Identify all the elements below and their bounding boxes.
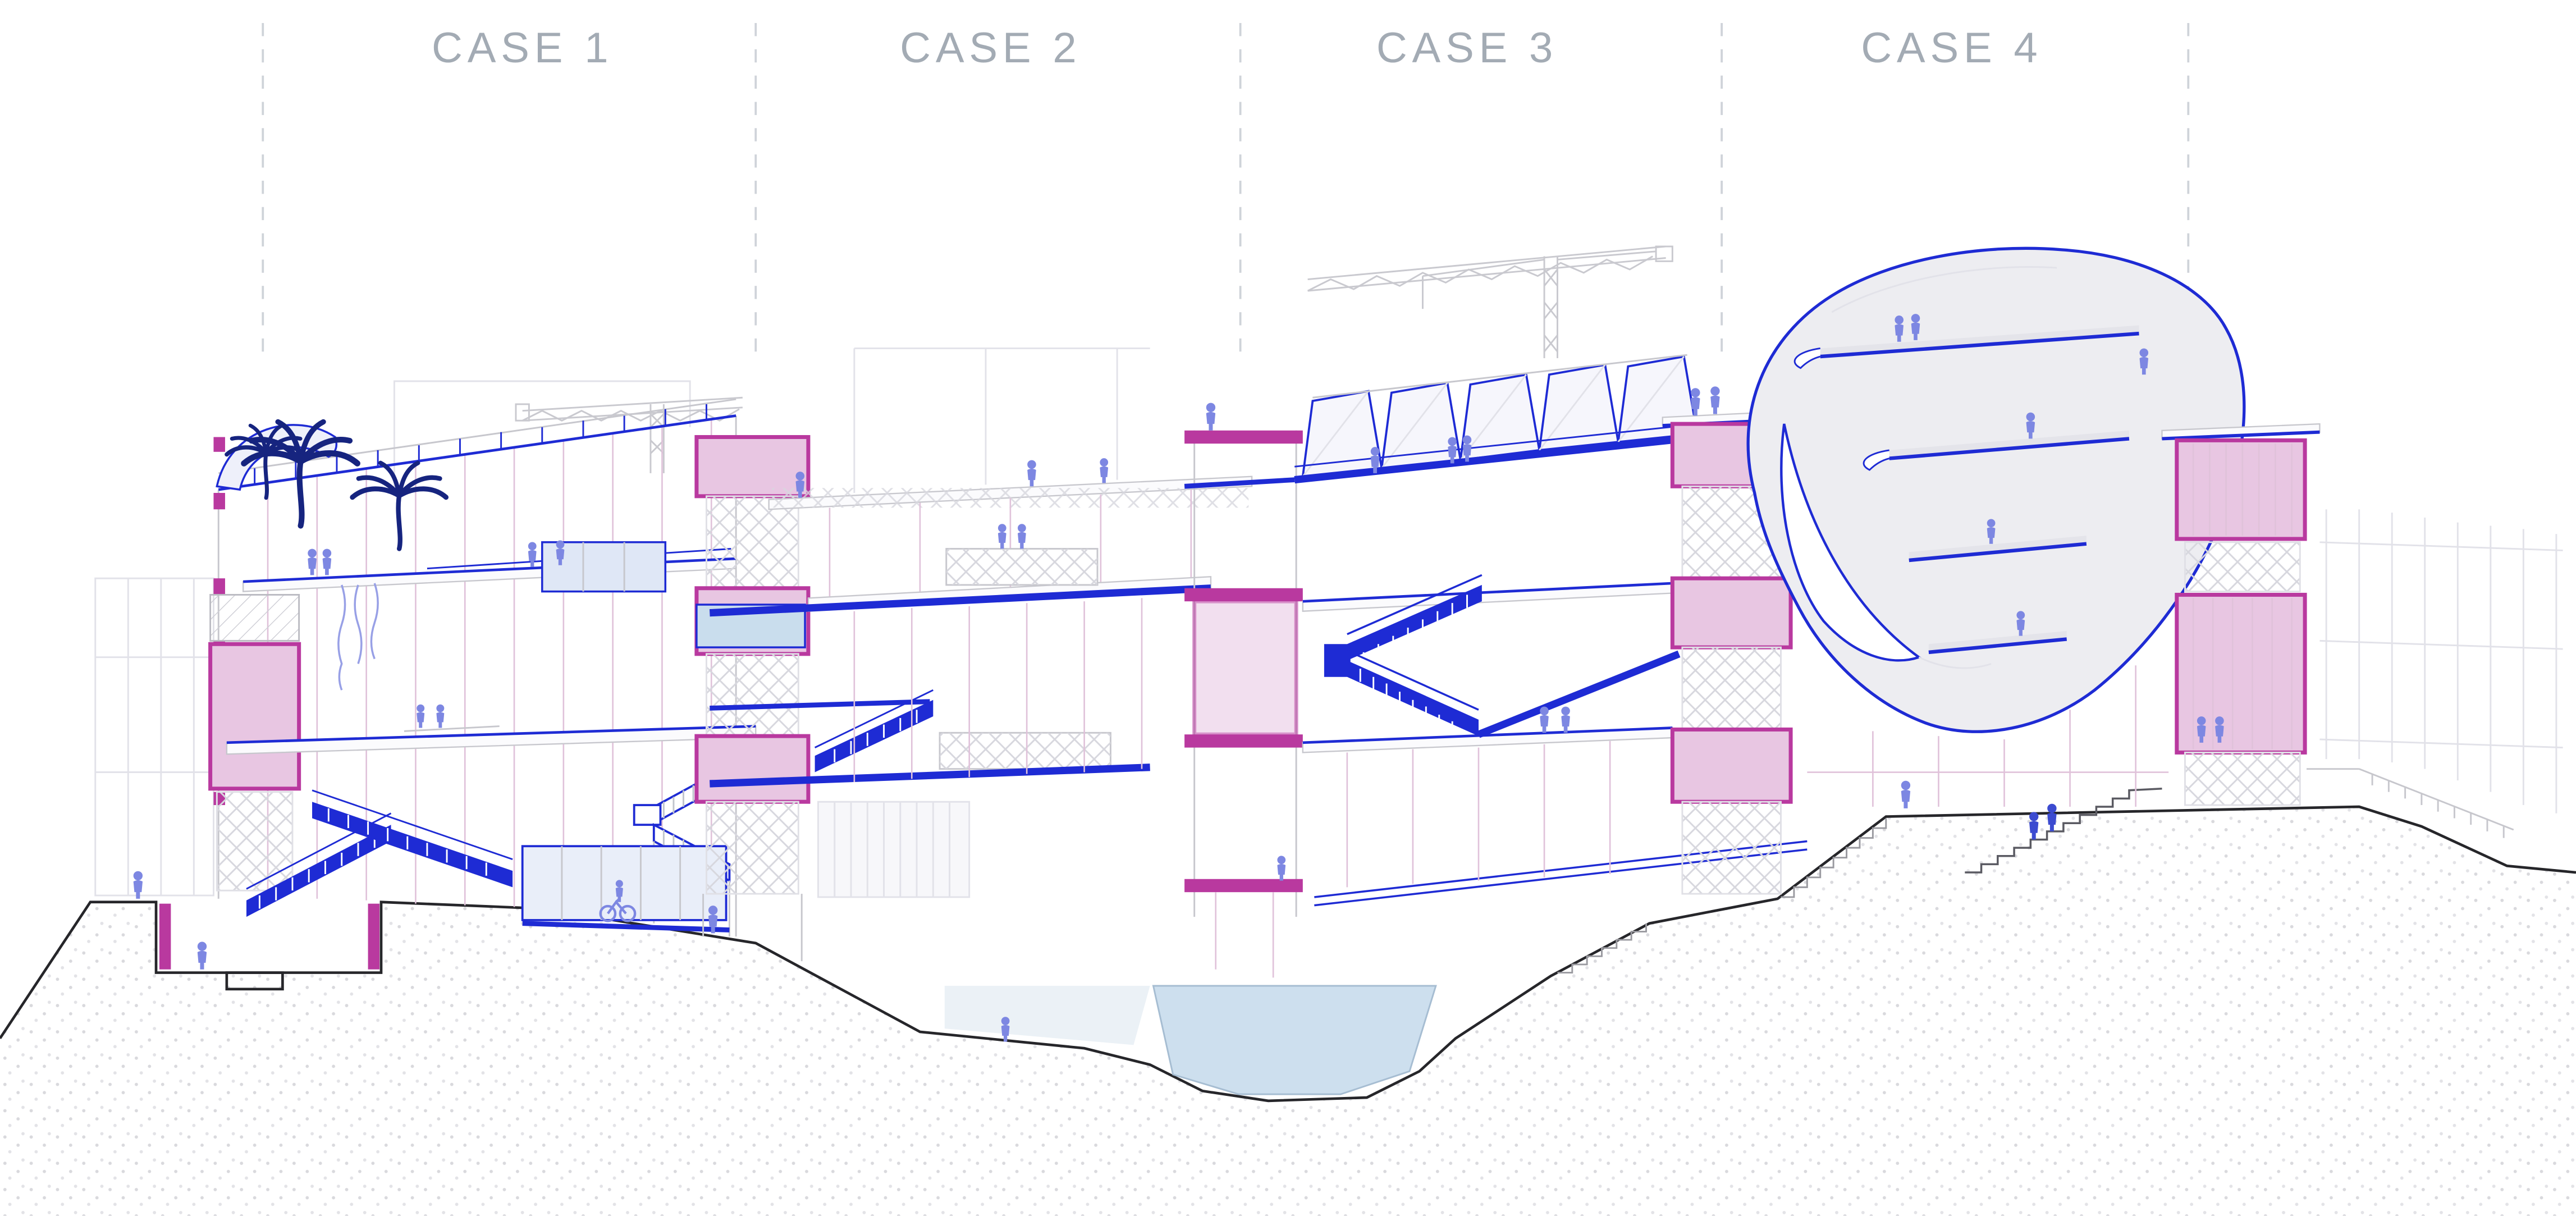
- person-figure: [998, 524, 1006, 549]
- glass-panel: [541, 541, 667, 593]
- organic-canopy: [1746, 246, 2246, 733]
- canopy-opening: [1780, 423, 1922, 662]
- person-figure: [133, 871, 143, 899]
- person-figure: [308, 548, 317, 575]
- structural-pier: [694, 435, 811, 962]
- terrain: [0, 768, 2576, 1216]
- canopy-ramp: [1863, 430, 2130, 471]
- canopy-ramp: [1928, 630, 2067, 655]
- hanging-vines: [337, 583, 379, 691]
- sawtooth-roof: [1301, 354, 1699, 478]
- canopy-ramp: [1909, 536, 2087, 563]
- glass-box: [521, 845, 727, 921]
- pink-module: [2175, 592, 2307, 755]
- person-figure: [1710, 386, 1720, 414]
- person-figure: [197, 941, 207, 970]
- construction-crane-icon: [1307, 245, 1673, 359]
- person-figure: [1001, 1017, 1010, 1042]
- plaza-stairs: [1965, 788, 2162, 874]
- person-figure: [1901, 780, 1911, 808]
- case-4-label: CASE 4: [1861, 24, 2042, 72]
- zigzag-stair: [1324, 574, 1483, 737]
- railing: [2359, 768, 2514, 831]
- terrain-stairs: [1557, 923, 1647, 974]
- hatch-panel: [209, 593, 300, 642]
- person-figure: [1561, 706, 1570, 733]
- case-1-structure: [208, 398, 757, 937]
- case-3-label: CASE 3: [1376, 24, 1558, 72]
- case-2-structure: [709, 476, 1253, 898]
- person-figure: [417, 704, 425, 728]
- pit-column: [159, 903, 171, 970]
- case-2-label: CASE 2: [900, 24, 1081, 72]
- stair: [312, 789, 513, 888]
- case-4-structure: [1746, 246, 2321, 807]
- canopy-ramp: [1793, 325, 2139, 369]
- background-outline: [94, 347, 2563, 897]
- case-1-label: CASE 1: [432, 24, 613, 72]
- person-figure: [1277, 856, 1286, 881]
- person-figure: [1018, 524, 1026, 549]
- pink-facade-panel: [208, 642, 301, 791]
- person-figure: [322, 548, 332, 575]
- bench: [404, 725, 500, 732]
- person-figure: [1540, 706, 1549, 733]
- case-dividers: [262, 22, 2190, 352]
- pit-column: [368, 903, 380, 970]
- person-figure: [1100, 458, 1109, 483]
- pool: [944, 985, 1437, 1095]
- pink-module: [2175, 438, 2307, 541]
- person-figure: [528, 542, 537, 567]
- cyclist-figure: [599, 880, 637, 922]
- terrain-stairs: [1781, 818, 1887, 898]
- person-figure: [1027, 460, 1036, 487]
- person-figure: [436, 704, 445, 728]
- person-figure: [1206, 403, 1216, 431]
- figures: [133, 314, 2224, 1042]
